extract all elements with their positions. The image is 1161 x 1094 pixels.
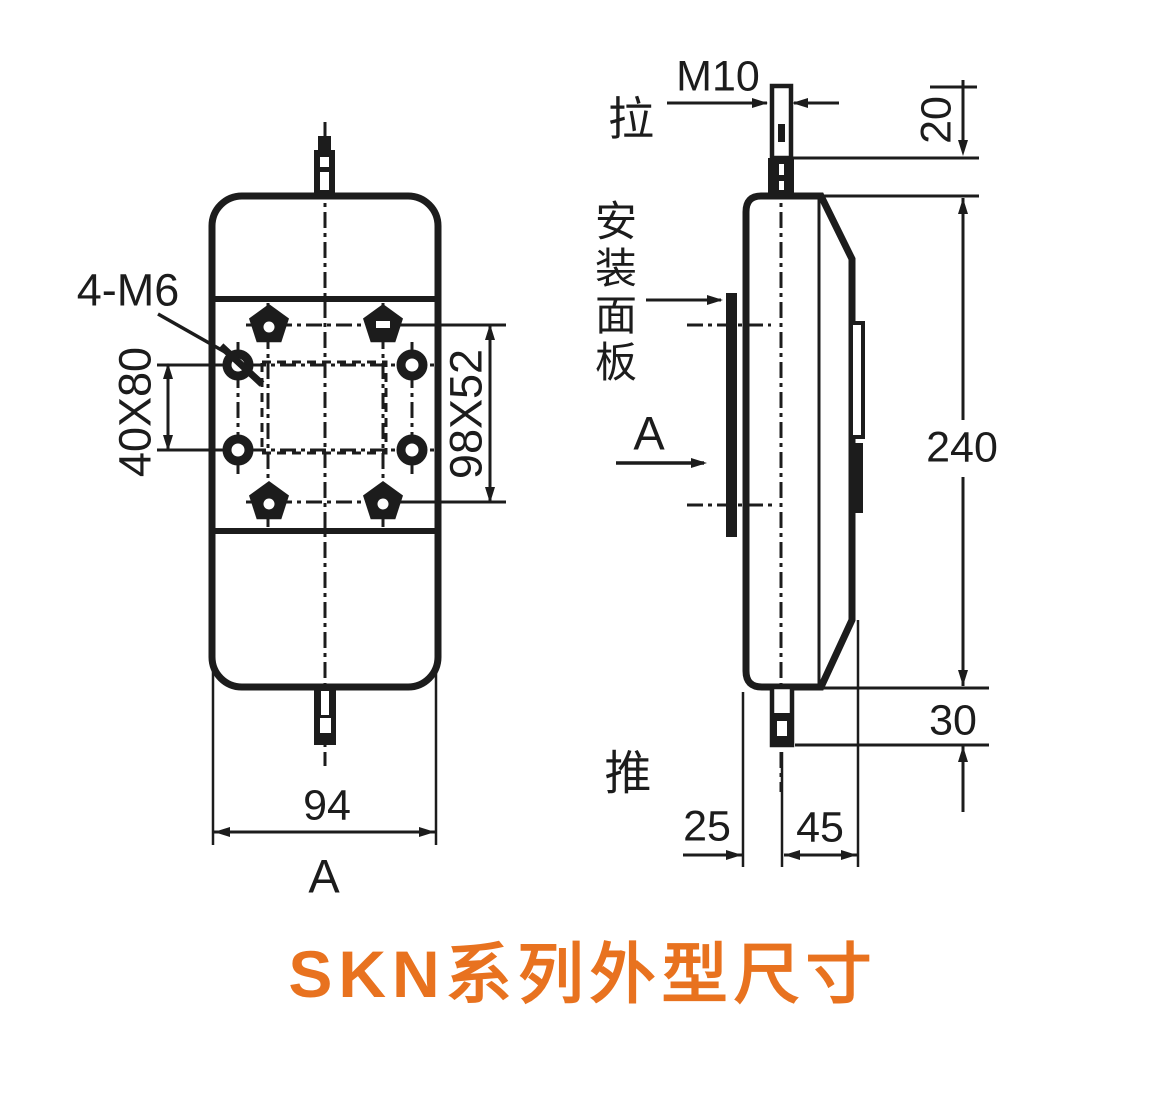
front-depth-dimension: 25 bbox=[683, 802, 731, 851]
screw-spec-label: 4-M6 bbox=[76, 264, 180, 316]
side-view-outline bbox=[742, 192, 856, 691]
pull-direction-label: 拉 bbox=[608, 93, 654, 145]
side-dimension-arrows bbox=[691, 98, 968, 860]
width-dimension: 94 bbox=[303, 781, 351, 830]
body-height-dimension: 240 bbox=[923, 424, 1001, 472]
push-direction-label: 推 bbox=[604, 746, 652, 800]
bolt-pattern-dimension: 98X52 bbox=[440, 348, 492, 480]
screw-pattern-dimension: 40X80 bbox=[109, 346, 161, 478]
front-top-rod bbox=[314, 136, 335, 196]
front-dimension-arrows bbox=[163, 324, 495, 837]
section-arrow-label: A bbox=[633, 406, 665, 460]
mounting-panel-label: 安装面板 bbox=[594, 198, 637, 386]
front-bottom-rod bbox=[314, 687, 336, 745]
front-view-label: A bbox=[308, 849, 340, 903]
front-dimension-lines bbox=[157, 312, 506, 845]
sensor-outline-dashed bbox=[260, 360, 388, 455]
rear-plate-edge bbox=[849, 321, 865, 513]
side-bottom-rod bbox=[769, 684, 795, 748]
back-depth-dimension: 45 bbox=[796, 803, 844, 852]
rod-tip-dimension: 20 bbox=[912, 96, 961, 144]
bottom-rod-dimension: 30 bbox=[929, 696, 977, 745]
rod-thread-label: M10 bbox=[676, 52, 760, 101]
side-top-rod bbox=[768, 83, 794, 196]
page-title: SKN系列外型尺寸 bbox=[288, 937, 878, 1011]
bolt-head-icons bbox=[249, 304, 403, 520]
side-dimension-lines bbox=[616, 80, 989, 867]
mounting-panel-bar bbox=[726, 293, 737, 537]
